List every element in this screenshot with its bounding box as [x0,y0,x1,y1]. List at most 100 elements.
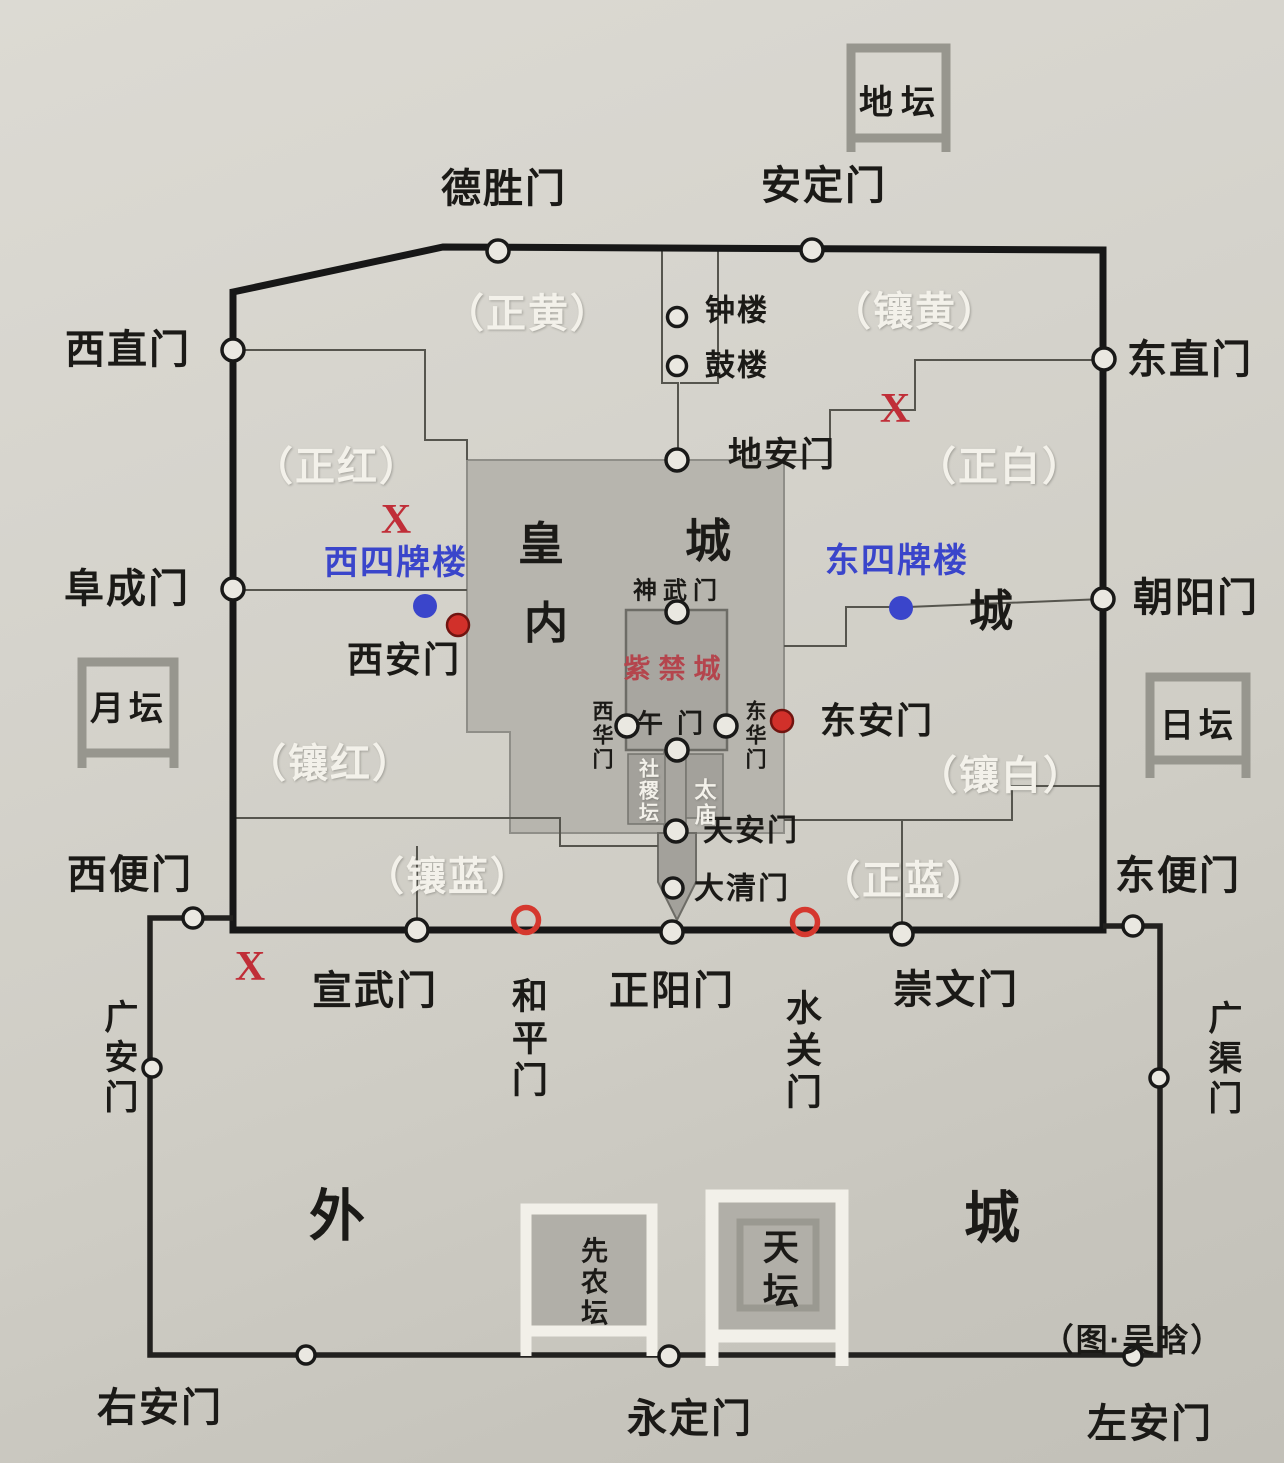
shenwumen-gate-dot [664,599,690,625]
gate-label-zuoanmen: 左安门 [1087,1402,1213,1446]
banner-label-zhenglan: （正蓝） [820,859,988,903]
shuiguanmen-red-ring [789,906,821,938]
gate-label-hepingmen: 和平门 [506,977,548,1103]
boundary-west-south [233,817,658,847]
gate-label-chongwenmen: 崇文门 [893,968,1019,1012]
gate-label-xizhimen: 西直门 [65,328,191,372]
label-ritan: 日坛 [1160,707,1238,746]
gate-label-andingmen: 安定门 [761,164,887,208]
boundary-east-north-steps [784,359,1103,461]
label-dongsi-pailou: 东四牌楼 [825,542,969,581]
forbidden-city-area [624,608,729,752]
x-mark-east: X [879,385,913,432]
guangqumen-gate-dot [1148,1067,1170,1089]
dongzhimen-gate-dot [1091,346,1117,372]
ritan-altar-icon [1145,672,1251,778]
gate-label-xibianmen: 西便门 [67,853,193,897]
label-imperial-huang: 皇 [518,517,566,570]
map-attribution: （图·吴晗） [1041,1322,1225,1359]
x-mark-west: X [380,496,414,543]
dongsi-pailou-blue-dot [889,596,913,620]
gate-label-chaoyangmen: 朝阳门 [1133,576,1259,620]
zhonglou-dot [665,305,689,329]
gate-label-youanmen: 右安门 [97,1386,223,1430]
label-ditan: 地坛 [859,84,943,123]
gate-label-daqingmen: 大清门 [694,872,790,906]
label-inner-nei: 内 [524,598,570,648]
gate-label-donghuamen: 东华门 [743,700,767,772]
gate-label-fuchengmen: 阜成门 [64,567,190,611]
label-taimiao: 太庙 [691,778,717,828]
label-shejitan: 社稷坛 [635,758,658,824]
qianbulang-corridor [657,832,697,923]
gulou-dot [665,354,689,378]
xizhimen-gate-dot [220,337,246,363]
gate-label-tiananmen: 天安门 [703,814,799,848]
banner-label-xianghuang: （镶黄） [831,290,999,334]
andingmen-gate-dot [799,237,825,263]
zuoanmen-gate-dot [1122,1345,1144,1367]
gate-label-dongbianmen: 东便门 [1115,854,1241,898]
fuchengmen-gate-dot [220,576,246,602]
xiannongtan-altar-icon [520,1203,658,1356]
boundary-east-south [784,785,1103,821]
banner-label-xianghong: （镶红） [246,742,414,786]
gate-label-wumen: 午门 [636,708,718,739]
xuanwumen-gate-dot [404,917,430,943]
label-xisi-pailou: 西四牌楼 [324,544,468,583]
label-imperial-cheng: 城 [685,514,733,567]
dongbianmen-gate-dot [1121,914,1145,938]
gate-label-xianmen: 西安门 [346,639,462,681]
donganmen-red-dot [769,708,795,734]
ditan-altar-icon [846,43,951,152]
xianmen-red-dot [445,612,471,638]
taimiao-block [685,753,724,819]
gate-label-dongzhimen: 东直门 [1127,338,1253,382]
label-gulou: 鼓楼 [705,349,769,383]
gate-label-shuiguanmen: 水关门 [780,989,822,1115]
label-forbidden-city: 紫禁城 [623,653,729,684]
boundary-east-mid [784,598,1104,647]
deshengmen-gate-dot [485,238,511,264]
gate-label-shenwumen: 神武门 [633,577,723,605]
banner-label-zhenghong: （正红） [253,445,421,489]
boundary-west-north [233,349,468,460]
label-zhonglou: 钟楼 [705,294,769,328]
x-mark-south: X [234,943,268,990]
guanganmen-gate-dot [141,1057,163,1079]
gate-label-deshengmen: 德胜门 [441,167,567,211]
label-outer-wai: 外 [309,1184,367,1248]
gate-label-zhengyangmen: 正阳门 [609,969,735,1013]
xibianmen-gate-dot [181,906,205,930]
donghuamen-gate-dot [713,713,739,739]
gate-label-xuanwumen: 宣武门 [312,969,438,1013]
chongwenmen-gate-dot [889,921,915,947]
gate-label-xihuamen: 西华门 [590,700,614,772]
boundary-bell-drum-line [661,250,679,450]
tiananmen-gate-dot [663,818,689,844]
tiantan-altar-icon [705,1189,849,1366]
xisi-pailou-blue-dot [413,594,437,618]
gate-label-guanganmen: 广安门 [98,999,137,1119]
tiantan-inner-ring [736,1218,820,1312]
gate-label-donganmen: 东安门 [819,700,935,742]
label-outer-cheng: 城 [964,1186,1022,1250]
yongdingmen-gate-dot [657,1344,681,1368]
xiannongtan-fill [531,1214,647,1326]
banner-label-xiangbai: （镶白） [917,754,1085,798]
chaoyangmen-gate-dot [1090,586,1116,612]
daqingmen-gate-dot [661,876,685,900]
dianmen-gate-dot [664,447,690,473]
gate-label-guangqumen: 广渠门 [1202,1000,1241,1120]
xihuamen-gate-dot [614,713,640,739]
gate-label-yongdingmen: 永定门 [627,1397,753,1441]
banner-label-zhenghuang: （正黄） [444,292,612,336]
boundary-bell-drum-line-east [680,250,719,384]
label-tiantan: 天坛 [757,1228,799,1316]
hepingmen-red-ring [510,904,542,936]
youanmen-gate-dot [295,1344,317,1366]
gate-label-dianmen: 地安门 [728,436,836,475]
shejitan-block [627,753,666,825]
